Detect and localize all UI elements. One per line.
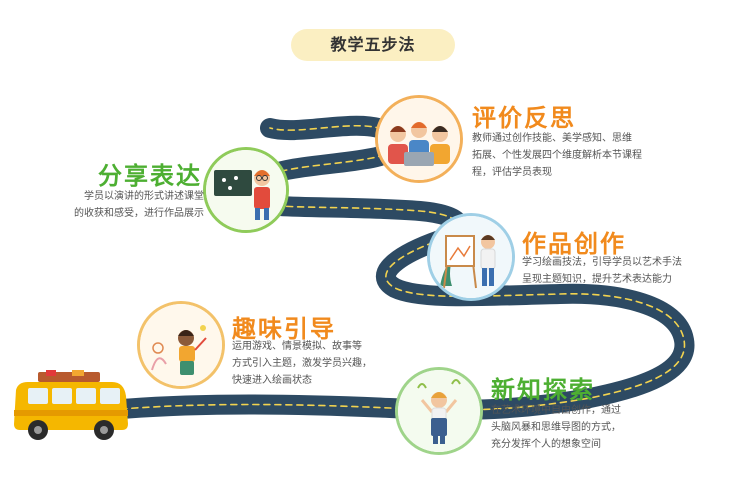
step-desc-evaluate: 教师通过创作技能、美学感知、思维 拓展、个性发展四个维度解析本节课程 程，评估学… <box>472 133 642 178</box>
step-desc-explore: 在艺术环境中自由创作，通过 头脑风暴和思维导图的方式， 充分发挥个人的想象空间 <box>491 405 621 450</box>
child-exploring-icon <box>395 367 483 455</box>
painter-at-easel-icon <box>427 213 515 301</box>
child-painting-icon <box>137 301 225 389</box>
step-desc-create: 学习绘画技法，引导学员以艺术手法 呈现主题知识，提升艺术表达能力 <box>522 257 682 285</box>
step-heading-explore: 新知探索 <box>491 376 595 404</box>
page-title: 教学五步法 <box>291 29 455 61</box>
step-heading-evaluate: 评价反思 <box>472 104 576 132</box>
step-desc-guide: 运用游戏、情景模拟、故事等 方式引入主题，激发学员兴趣， 快速进入绘画状态 <box>232 341 372 386</box>
step-heading-create: 作品创作 <box>522 230 626 258</box>
step-desc-share: 学员以演讲的形式讲述课堂 的收获和感受，进行作品展示 <box>74 191 204 219</box>
bus-icon <box>14 370 128 440</box>
step-heading-share: 分享表达 <box>98 162 202 190</box>
step-heading-guide: 趣味引导 <box>232 315 336 343</box>
students-at-laptop-icon <box>375 95 463 183</box>
teacher-at-blackboard-icon <box>203 147 289 233</box>
